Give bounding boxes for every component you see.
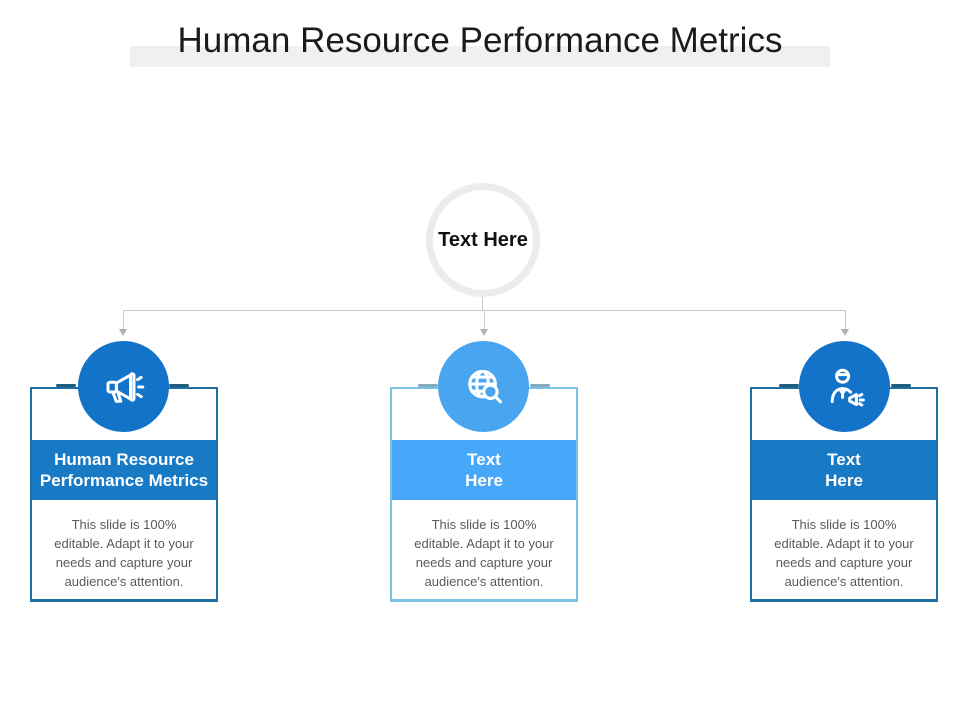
- circle-side-dash: [56, 384, 76, 387]
- arrow-down-icon: [119, 329, 127, 336]
- hub-circle: Text Here: [426, 183, 540, 297]
- title-highlight-band: [130, 46, 830, 67]
- circle-side-dash: [169, 384, 189, 387]
- globe-search-icon: [438, 341, 529, 432]
- connector-drop-center: [484, 310, 485, 329]
- connector-drop-right: [845, 310, 846, 329]
- arrow-down-icon: [841, 329, 849, 336]
- circle-side-dash: [779, 384, 799, 387]
- hub-connector-stub: [482, 297, 483, 310]
- hub-label: Text Here: [438, 228, 528, 251]
- circle-side-dash: [891, 384, 911, 387]
- page-title: Human Resource Performance Metrics: [177, 21, 783, 60]
- arrow-down-icon: [480, 329, 488, 336]
- circle-side-dash: [530, 384, 550, 387]
- card-heading: Text Here: [752, 440, 936, 500]
- card-description: This slide is 100% editable. Adapt it to…: [54, 517, 194, 589]
- card-heading: Text Here: [392, 440, 576, 500]
- megaphone-icon: [78, 341, 169, 432]
- person-announcer-icon: [799, 341, 890, 432]
- card-description: This slide is 100% editable. Adapt it to…: [414, 517, 554, 589]
- connector-drop-left: [123, 310, 124, 329]
- circle-side-dash: [418, 384, 438, 387]
- card-description: This slide is 100% editable. Adapt it to…: [774, 517, 914, 589]
- card-heading: Human Resource Performance Metrics: [32, 440, 216, 500]
